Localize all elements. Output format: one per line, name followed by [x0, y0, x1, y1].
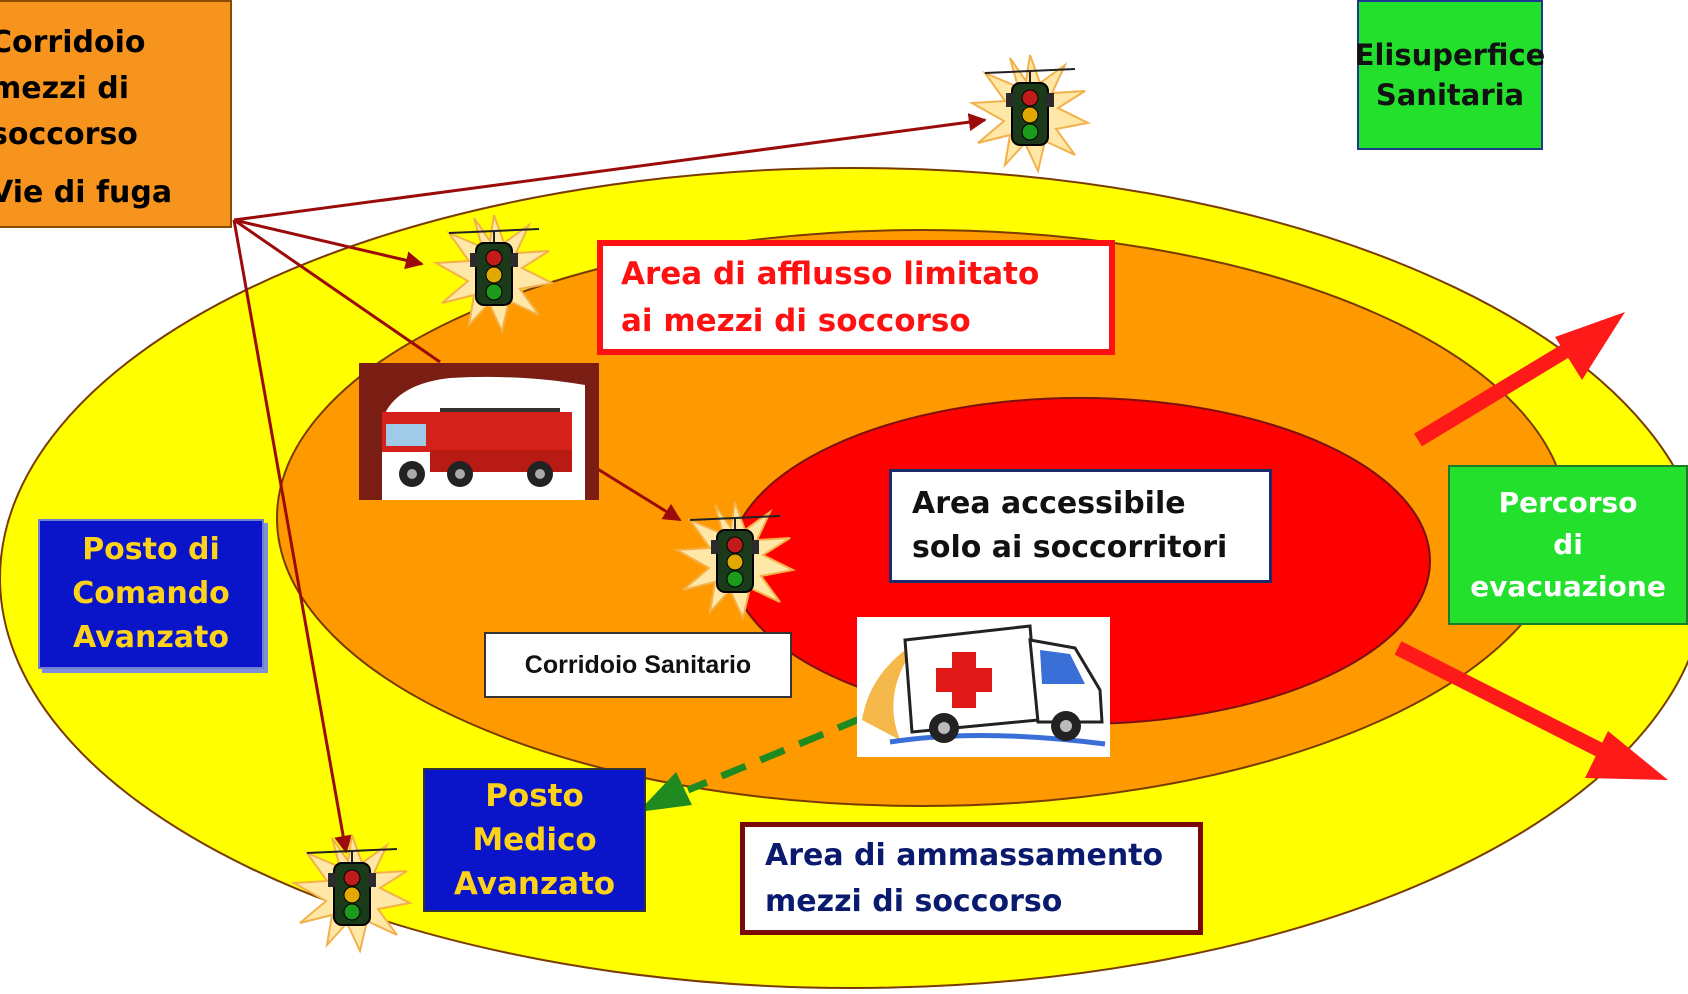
evacuation-arrow-down-head [1585, 731, 1668, 780]
evacuation-arrows [1394, 312, 1668, 780]
arrow-firetruck-to-inner-light [595, 466, 682, 522]
comando-line1: Posto di [82, 532, 220, 567]
afflusso-line1: Area di afflusso limitato [621, 255, 1040, 292]
afflusso-line2: ai mezzi di soccorso [621, 302, 971, 339]
elisuperficie-line1: Elisuperfice [1354, 38, 1546, 72]
fire-truck-image [359, 363, 599, 500]
percorso-line1: Percorso [1498, 486, 1638, 519]
percorso-line2: di [1553, 528, 1583, 561]
corridoio-line2: mezzi di [0, 71, 130, 106]
ammassamento-line2: mezzi di soccorso [765, 883, 1063, 919]
accessibile-line2: solo ai soccorritori [912, 530, 1228, 565]
medico-line1: Posto [485, 778, 584, 814]
medico-line2: Medico [472, 822, 597, 858]
traffic-light-icon [971, 54, 1089, 172]
arrow-to-top-light [233, 113, 987, 222]
elisuperficie-line2: Sanitaria [1375, 78, 1525, 112]
evacuation-arrow-down [1394, 641, 1604, 757]
evacuation-arrow-up-head [1555, 312, 1625, 380]
corridoio-line1: Corridoio [0, 25, 146, 60]
corridoio-line4: Vie di fuga [0, 175, 173, 210]
elisuperficie-box: Elisuperfice Sanitaria [1354, 0, 1546, 150]
ambulance-to-medical-arrowhead [638, 772, 692, 812]
corridoio-sanitario-label: Corridoio Sanitario [484, 632, 792, 698]
area-afflusso-box: Area di afflusso limitato ai mezzi di so… [597, 240, 1115, 355]
arrow-to-left-light [233, 218, 424, 270]
percorso-evacuazione-box: Percorso di evacuazione [1448, 465, 1688, 625]
accessibile-line1: Area accessibile [912, 486, 1186, 521]
area-accessibile-box: Area accessibile solo ai soccorritori [889, 469, 1272, 583]
comando-line3: Avanzato [73, 620, 229, 655]
corridoio-line3: soccorso [0, 117, 138, 152]
corridoio-mezzi-box: Corridoio mezzi di soccorso Vie di fuga [0, 0, 232, 228]
medico-line3: Avanzato [453, 866, 616, 902]
percorso-line3: evacuazione [1470, 570, 1666, 603]
arrow-to-bottom-light [232, 219, 353, 854]
ambulance-image [857, 617, 1110, 757]
posto-comando-box: Posto di Comando Avanzato [38, 519, 264, 669]
area-ammassamento-box: Area di ammassamento mezzi di soccorso [740, 822, 1203, 935]
ambulance-to-medical-arrow [686, 714, 864, 794]
arrow-to-firetruck [233, 218, 441, 364]
posto-medico-box: Posto Medico Avanzato [423, 768, 646, 912]
comando-line2: Comando [72, 576, 230, 611]
evacuation-arrow-up [1414, 335, 1584, 447]
ammassamento-line1: Area di ammassamento [765, 837, 1164, 873]
access-arrows [232, 113, 987, 854]
